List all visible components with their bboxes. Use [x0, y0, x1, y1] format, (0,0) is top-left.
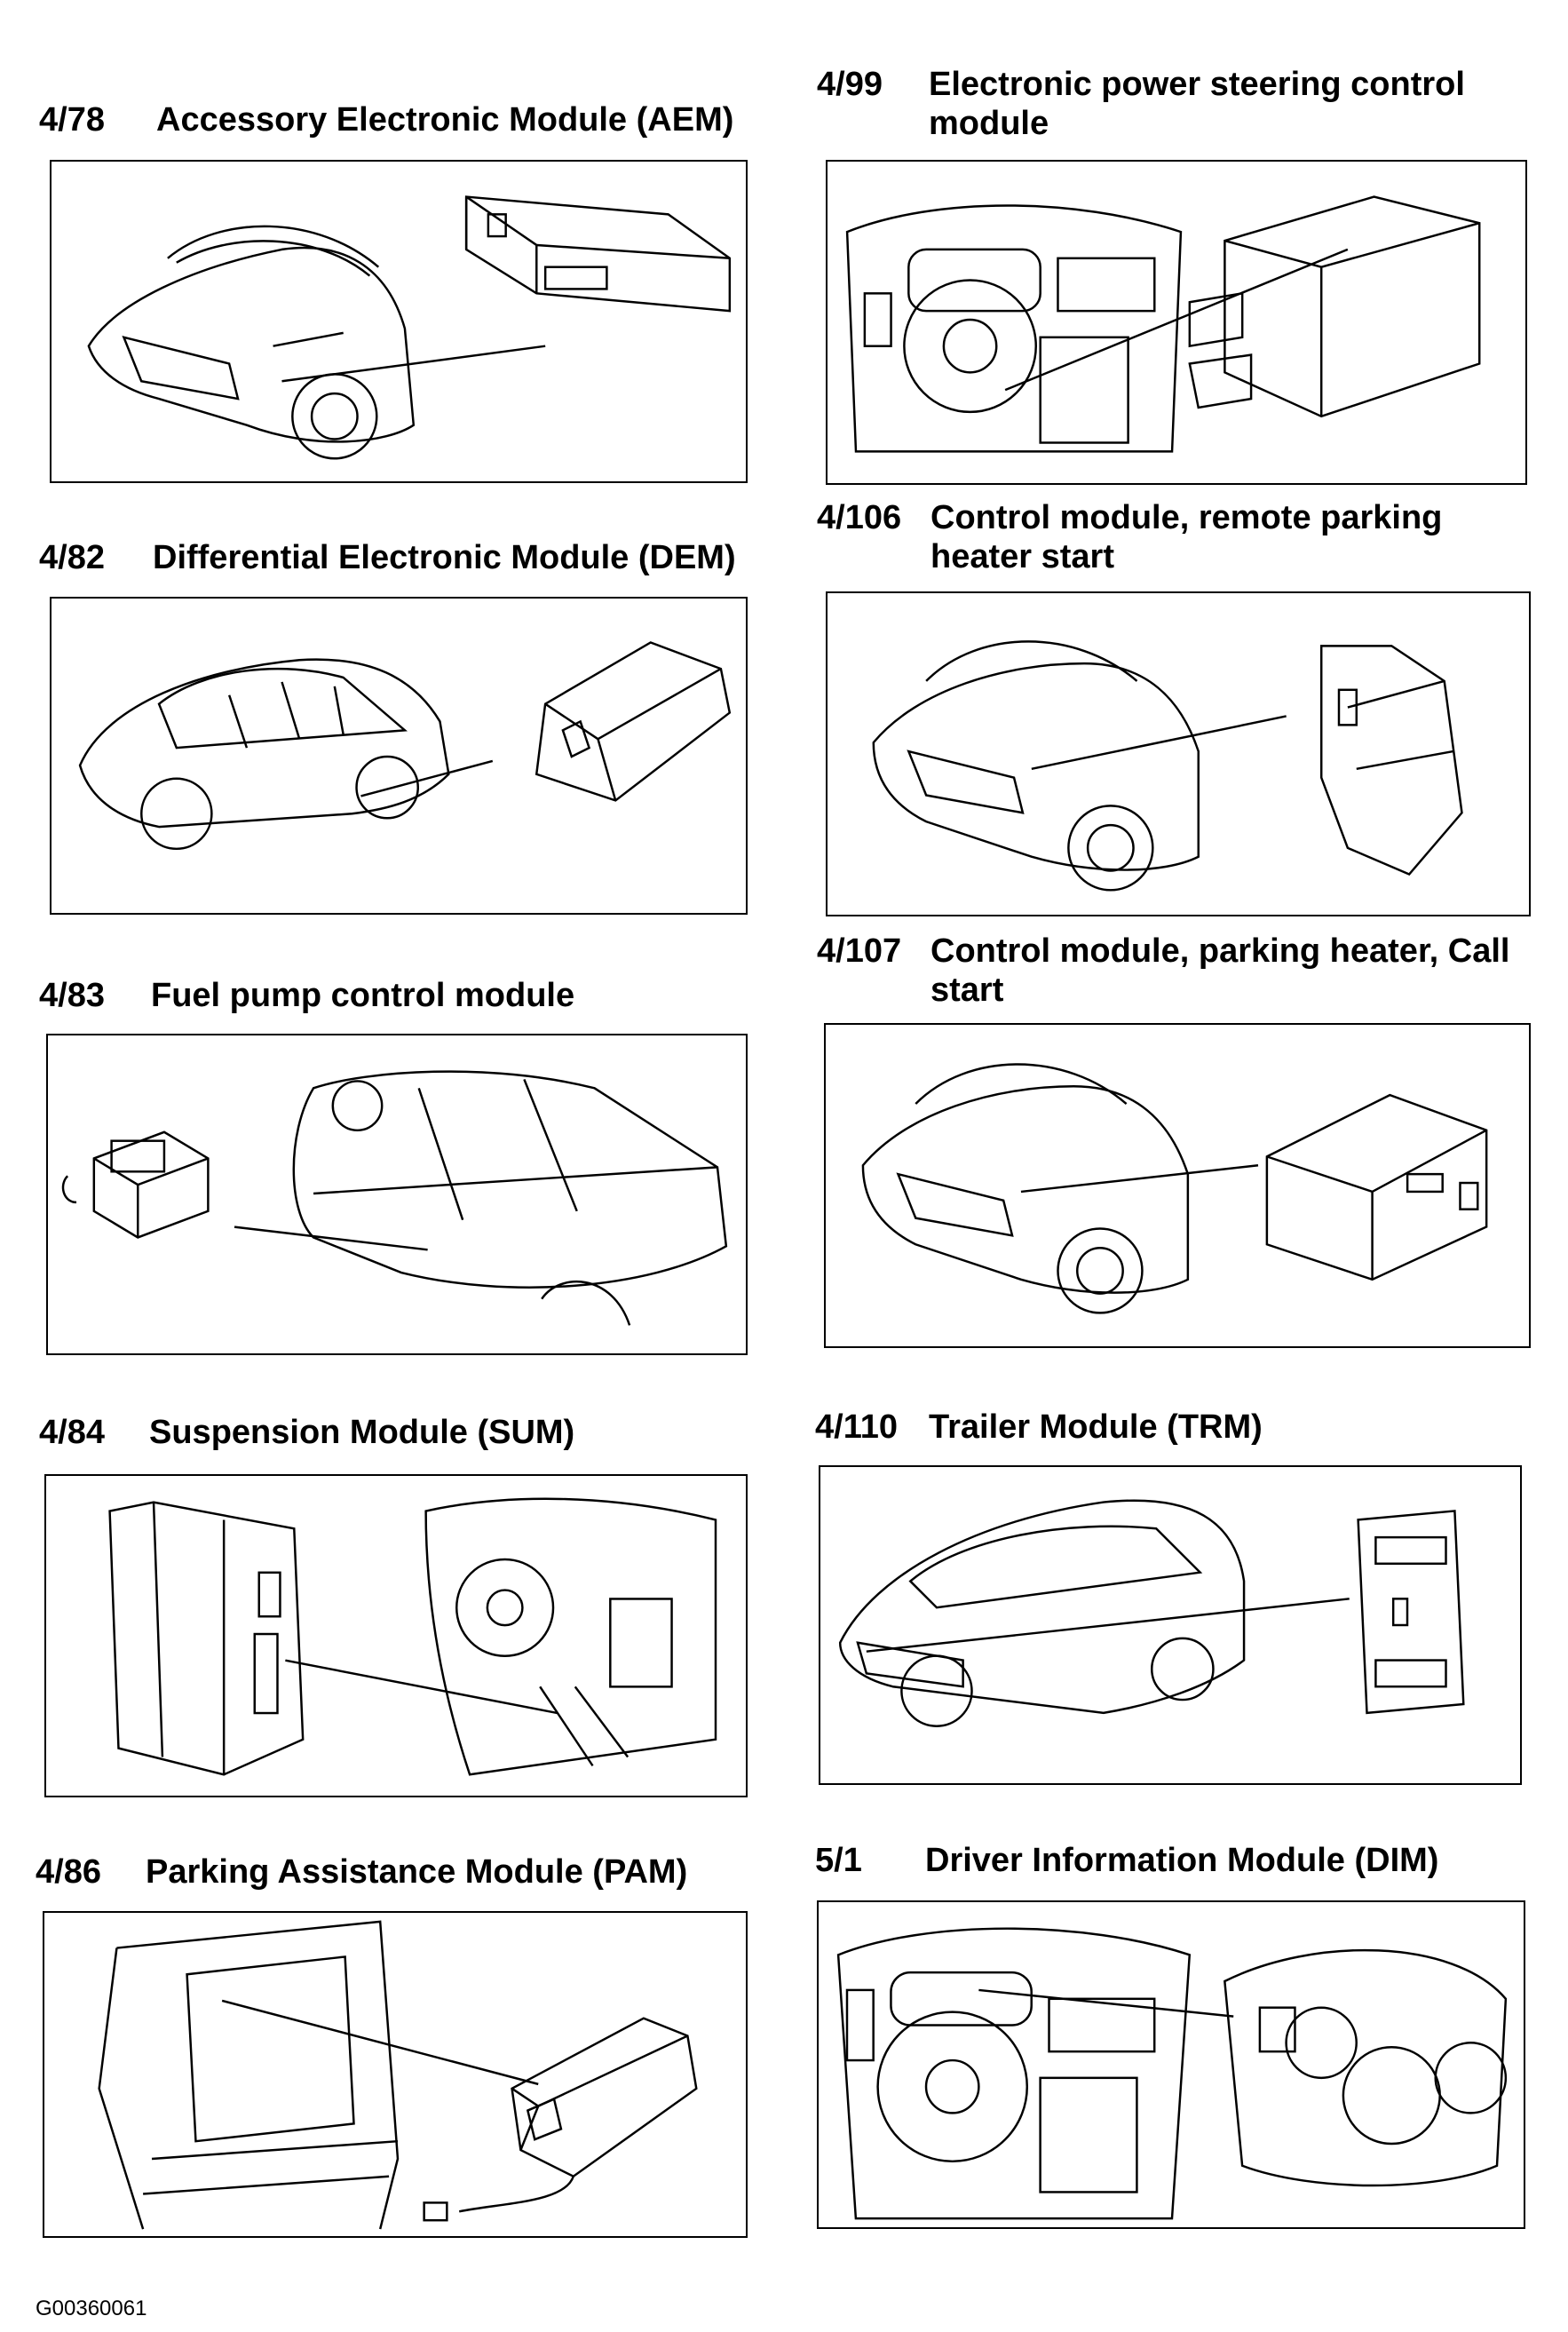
illustration-sum: [44, 1474, 748, 1797]
module-title: Fuel pump control module: [151, 977, 575, 1014]
illustration-eps: [826, 160, 1527, 485]
illustration-aem: [50, 160, 748, 483]
module-title-line1: Control module, parking heater, Call: [931, 932, 1510, 970]
illustration-fuel-pump: [46, 1034, 748, 1355]
illustration-dim: [817, 1900, 1525, 2229]
module-title: Trailer Module (TRM): [929, 1408, 1263, 1446]
module-title-line2: start: [931, 972, 1004, 1009]
module-title: Accessory Electronic Module (AEM): [156, 101, 734, 139]
module-title-line1: Control module, remote parking: [931, 499, 1443, 536]
module-title: Differential Electronic Module (DEM): [153, 539, 736, 576]
module-title-line1: Electronic power steering control: [929, 66, 1465, 103]
module-number: 4/99: [817, 66, 883, 103]
module-number: 4/110: [815, 1408, 898, 1446]
illustration-trm: [819, 1465, 1522, 1785]
module-number: 4/78: [39, 101, 105, 139]
module-number: 4/84: [39, 1414, 105, 1451]
module-title-line2: module: [929, 105, 1049, 142]
module-title: Parking Assistance Module (PAM): [146, 1853, 688, 1891]
illustration-dem: [50, 597, 748, 915]
module-title-line2: heater start: [931, 538, 1114, 575]
module-number: 4/82: [39, 539, 105, 576]
illustration-remote-parking-heater: [826, 591, 1531, 916]
module-title: Driver Information Module (DIM): [925, 1842, 1439, 1879]
module-number: 5/1: [815, 1842, 862, 1879]
module-title: Suspension Module (SUM): [149, 1414, 575, 1451]
illustration-call-start-heater: [824, 1023, 1531, 1348]
module-number: 4/106: [817, 499, 902, 536]
module-number: 4/86: [36, 1853, 101, 1891]
module-number: 4/107: [817, 932, 902, 970]
illustration-pam: [43, 1911, 748, 2238]
figure-code: G00360061: [36, 2296, 147, 2320]
module-number: 4/83: [39, 977, 105, 1014]
